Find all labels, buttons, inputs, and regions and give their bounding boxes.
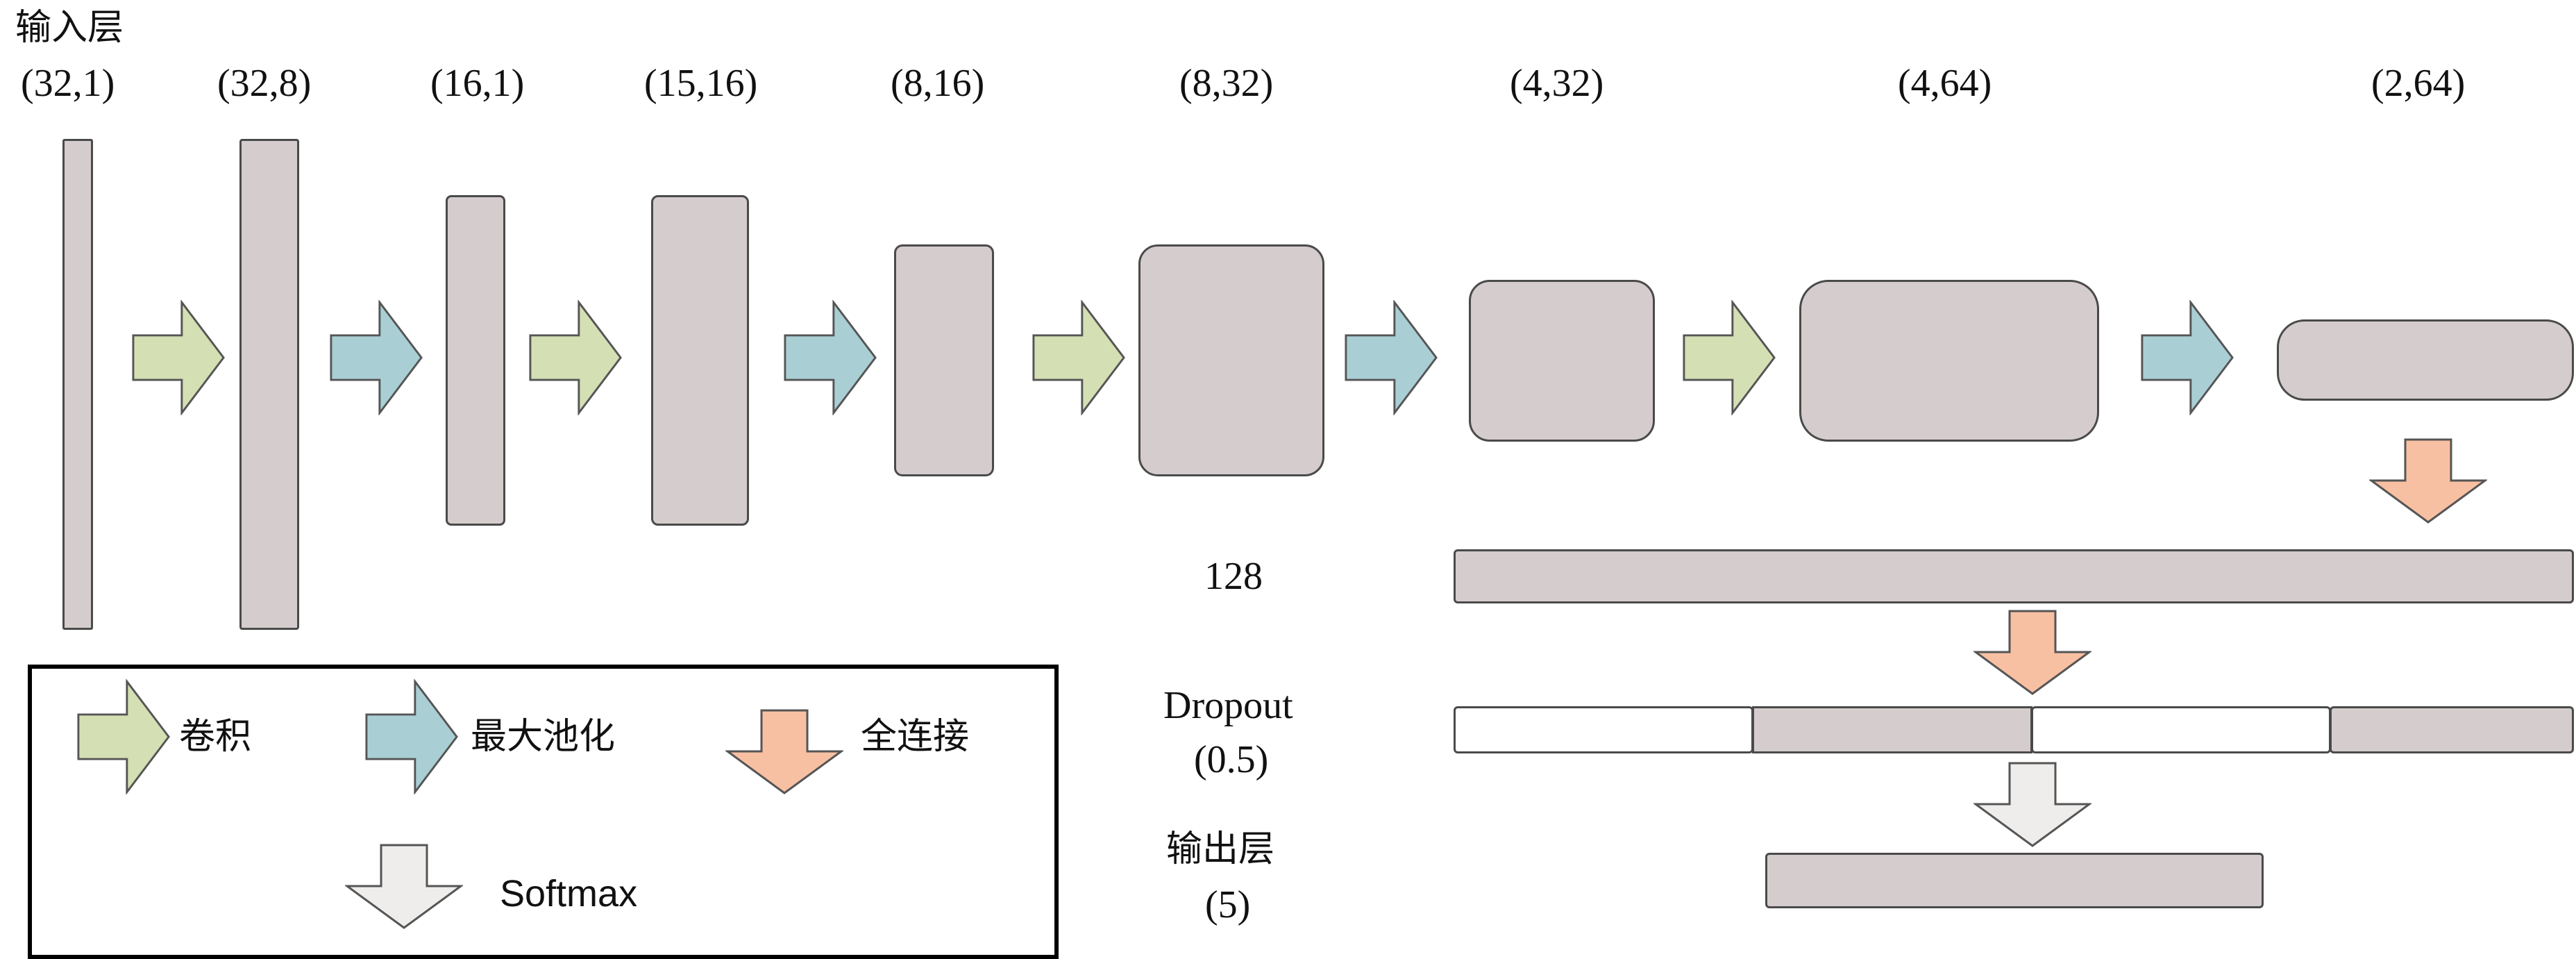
maxpool-arrow-icon (1344, 300, 1438, 415)
layer-shape-8: (4,64) (1898, 62, 1992, 105)
layer-shape-2: (32,8) (217, 62, 312, 105)
maxpool-arrow-icon (2140, 300, 2234, 415)
fc-arrow-icon (1973, 609, 2091, 696)
layer-shape-9: (2,64) (2371, 62, 2466, 105)
input-layer-label: 输入层 (15, 7, 124, 49)
layer-shape-4: (15,16) (644, 62, 758, 105)
dropout-rate: (0.5) (1194, 738, 1269, 781)
fc-arrow-icon (2369, 437, 2487, 524)
dropout-label: Dropout (1163, 684, 1293, 727)
layer-shape-1: (32,1) (21, 62, 115, 105)
layer-shape-7: (4,32) (1510, 62, 1604, 105)
dropout-unit-dropped (2031, 706, 2331, 753)
fc-layer-block (1454, 549, 2574, 603)
legend-conv-label: 卷积 (179, 716, 252, 758)
layer-shape-5: (8,16) (891, 62, 985, 105)
conv-arrow-icon (131, 300, 226, 415)
layer-block-pool3 (1469, 280, 1655, 442)
conv-arrow-icon (76, 679, 171, 794)
fc-arrow-icon (725, 708, 843, 795)
conv-arrow-icon (1032, 300, 1126, 415)
dropout-unit-kept (1752, 706, 2032, 753)
layer-block-conv1 (239, 139, 299, 630)
dropout-unit-dropped (1454, 706, 1753, 753)
layer-block-conv2 (651, 195, 749, 526)
output-layer-block (1765, 853, 2264, 908)
legend-softmax-label: Softmax (500, 873, 638, 915)
fc-size-label: 128 (1204, 555, 1263, 598)
layer-block-pool2 (894, 244, 994, 476)
maxpool-arrow-icon (329, 300, 423, 415)
legend-box (28, 665, 1059, 959)
conv-arrow-icon (1682, 300, 1776, 415)
layer-shape-3: (16,1) (430, 62, 525, 105)
layer-shape-6: (8,32) (1179, 62, 1274, 105)
maxpool-arrow-icon (783, 300, 877, 415)
layer-block-pool1 (446, 195, 505, 526)
maxpool-arrow-icon (364, 679, 459, 794)
layer-block-conv3 (1138, 244, 1324, 476)
conv-arrow-icon (528, 300, 623, 415)
dropout-unit-kept (2330, 706, 2574, 753)
output-layer-label: 输出层 (1166, 828, 1275, 870)
layer-block-conv4 (1799, 280, 2099, 442)
layer-block-input (62, 139, 93, 630)
legend-maxpool-label: 最大池化 (471, 716, 616, 758)
softmax-arrow-icon (345, 843, 463, 930)
output-size: (5) (1205, 883, 1251, 926)
softmax-arrow-icon (1973, 761, 2091, 848)
legend-fc-label: 全连接 (861, 716, 970, 758)
layer-block-pool4 (2277, 319, 2574, 401)
